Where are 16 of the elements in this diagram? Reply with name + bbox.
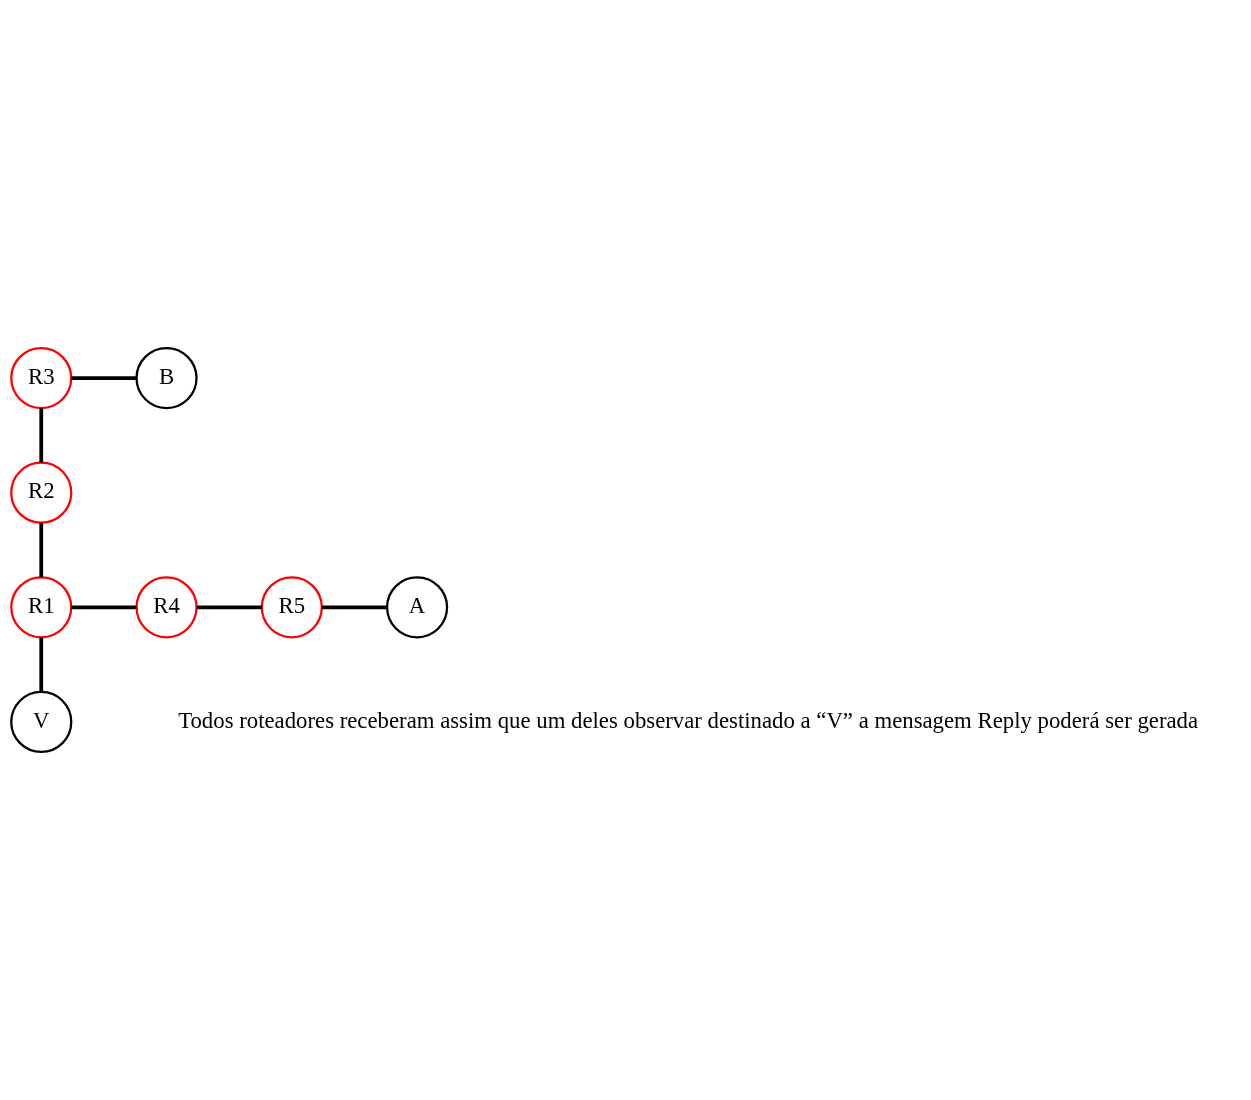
connector [71, 376, 137, 380]
node-circle: B [135, 346, 198, 410]
node-circle: R5 [260, 576, 323, 639]
node-circle: A [385, 576, 449, 639]
node-circle: V [10, 690, 73, 754]
connector [196, 605, 262, 610]
node-circle: R1 [10, 576, 73, 639]
connector [39, 637, 44, 692]
node-circle: R2 [10, 461, 73, 524]
connector [39, 408, 44, 463]
connector [321, 605, 387, 610]
node-circle: R3 [10, 346, 73, 410]
node-circle: R4 [135, 576, 198, 639]
connector [71, 605, 137, 610]
connector [39, 522, 44, 578]
label: Todos roteadores receberam assim que um deles observar destinado a “V” a mensagem Reply poderá ser gerada [178, 707, 1199, 733]
